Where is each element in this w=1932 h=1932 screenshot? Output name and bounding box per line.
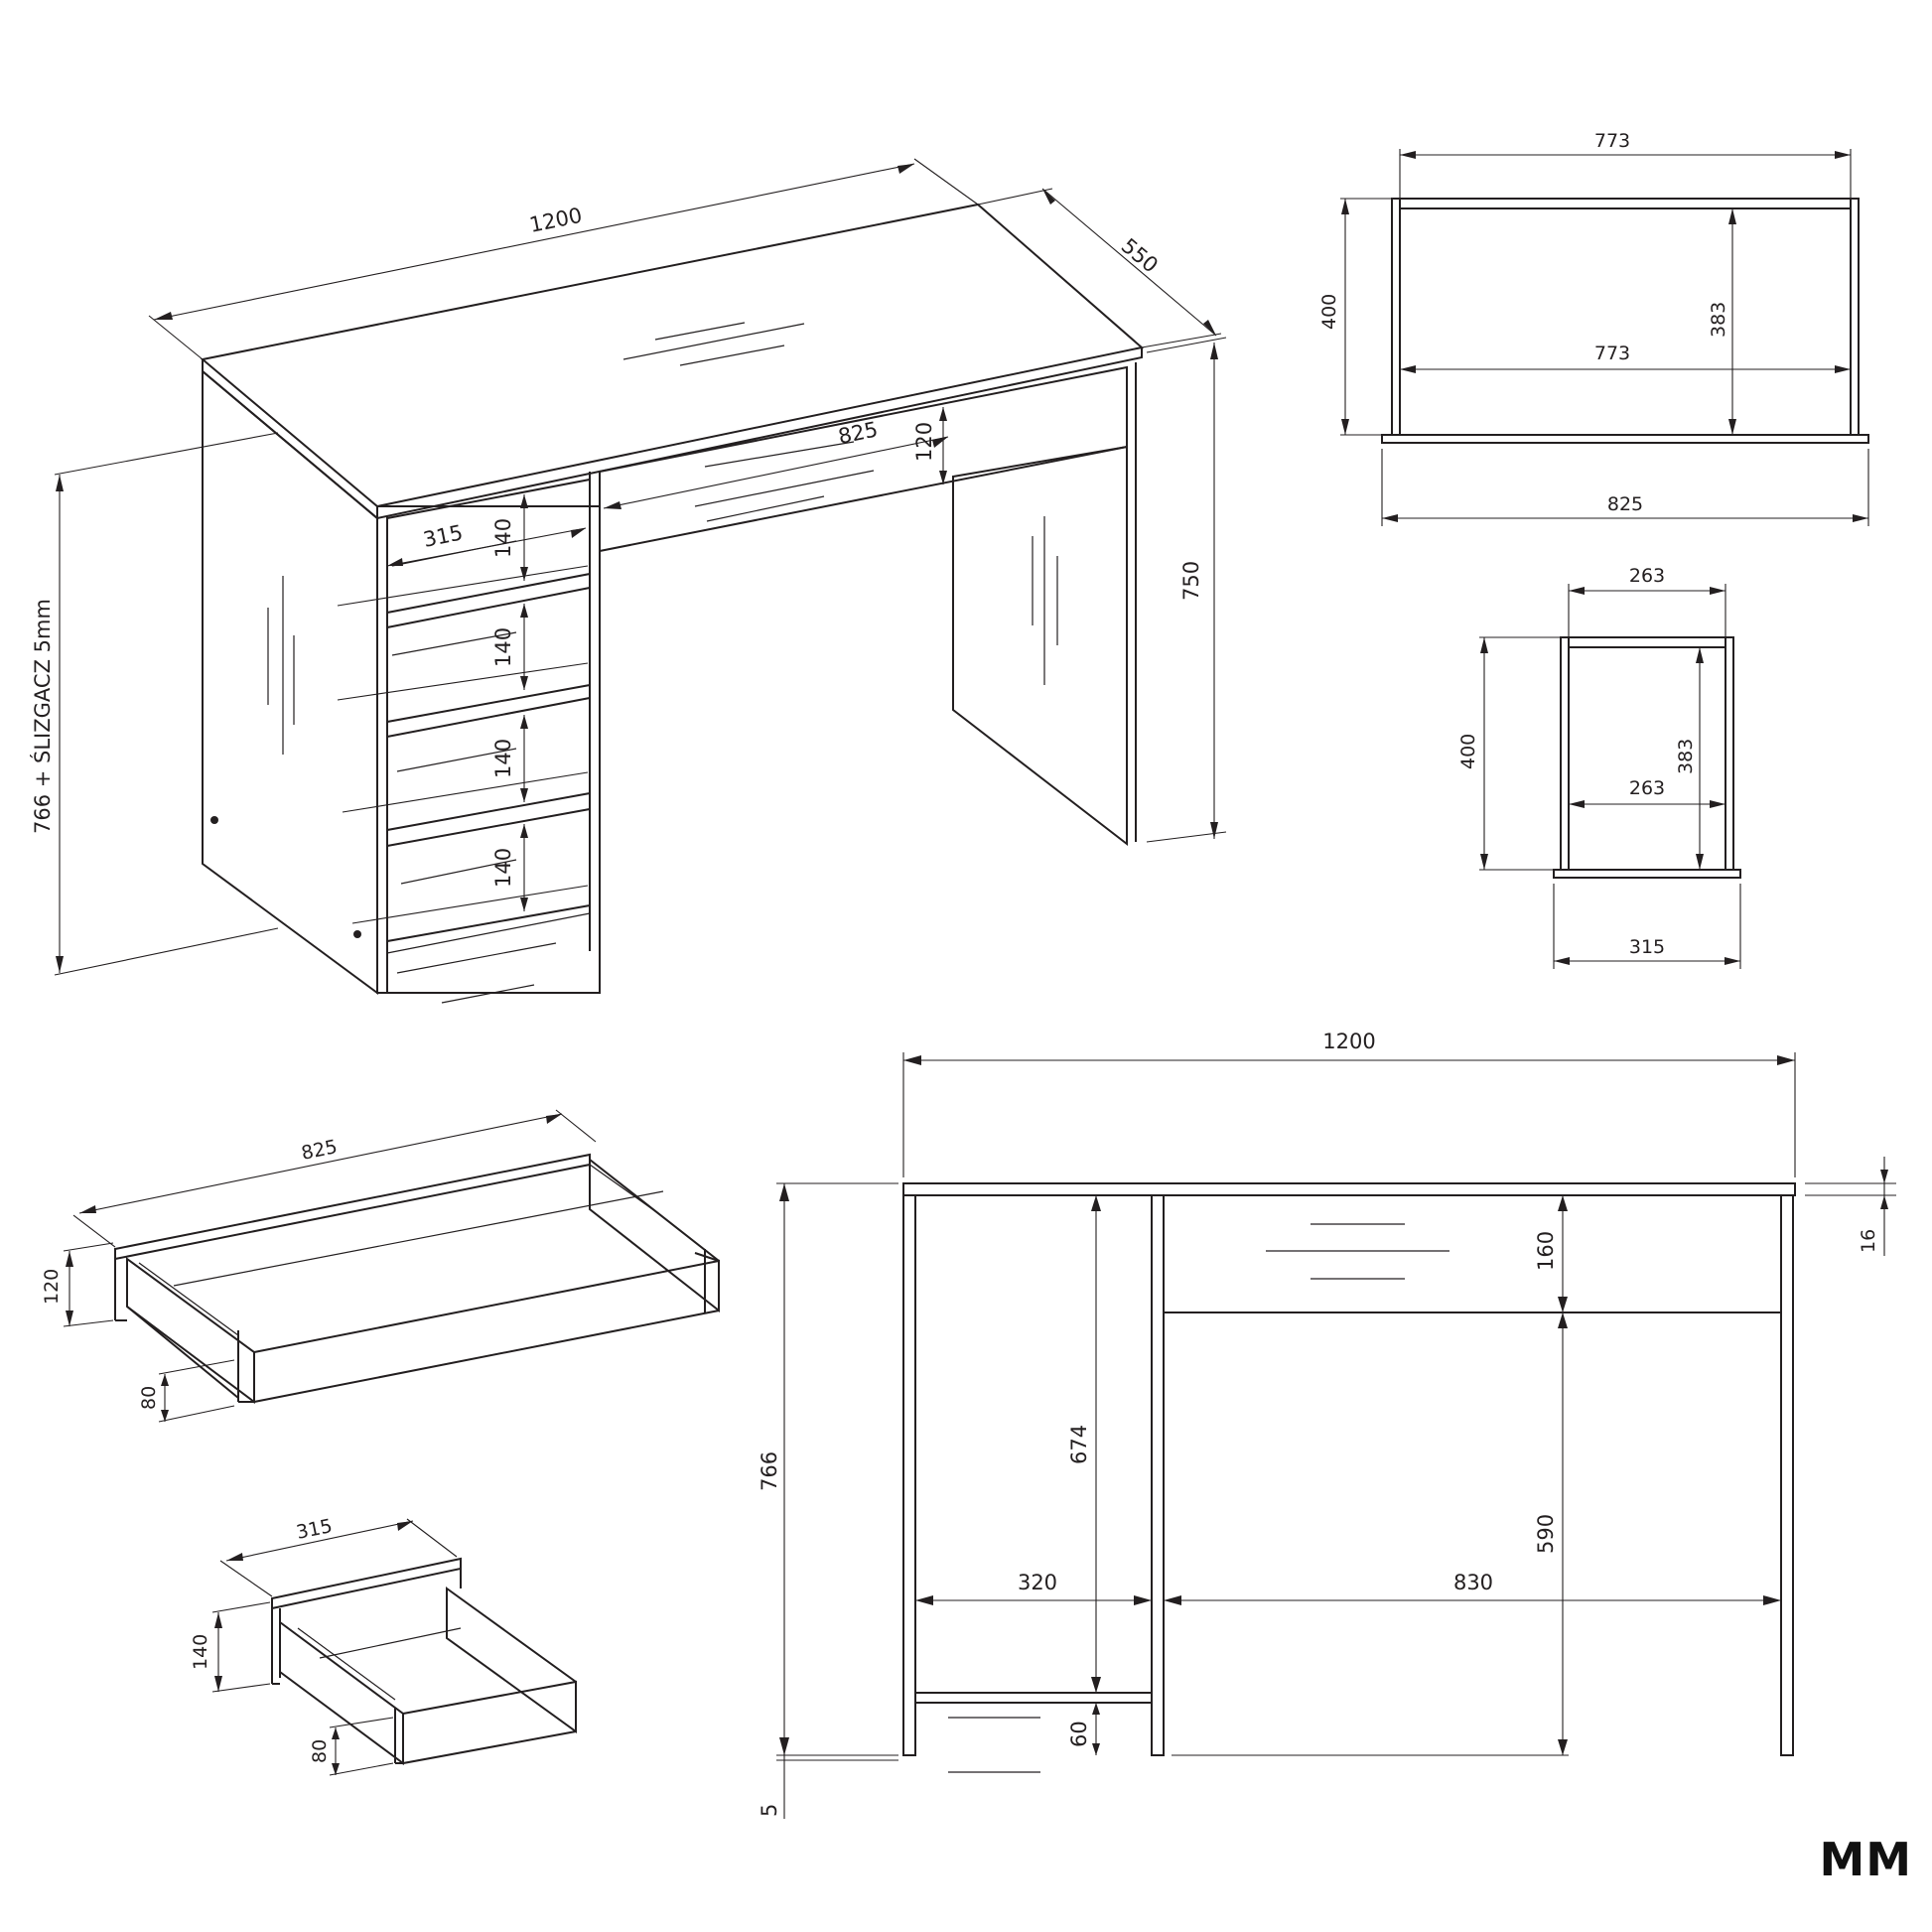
wide-top-front-width: 825 bbox=[1607, 493, 1643, 515]
wide-drawer-box-outline bbox=[1391, 198, 1860, 436]
small-drawer-top-view: 263 263 400 383 315 bbox=[1457, 565, 1741, 969]
small-drawer-1 bbox=[386, 478, 591, 615]
desk-left-side-panel bbox=[202, 368, 378, 995]
small-top-inner-width-mid: 263 bbox=[1629, 777, 1665, 799]
small-drawer-box-outline bbox=[1560, 636, 1734, 871]
small-top-inner-width: 263 bbox=[1629, 565, 1665, 587]
front-plinth-label: 60 bbox=[1067, 1721, 1091, 1747]
wide-drawer-left-side bbox=[126, 1257, 255, 1404]
small-drawer-iso-front-height: 140 bbox=[190, 1634, 211, 1670]
brand-logo: MM bbox=[1819, 1833, 1912, 1886]
wide-drawer-top-view: 773 773 400 383 825 bbox=[1318, 130, 1869, 526]
small-drawer-fronts bbox=[386, 478, 591, 1004]
wide-drawer-front-panel bbox=[1381, 434, 1869, 444]
small-drawer-left-side bbox=[279, 1620, 404, 1765]
small-drawer-iso-box-height: 80 bbox=[309, 1739, 331, 1763]
small-drawer-right-side bbox=[446, 1587, 577, 1733]
wide-top-depth-inner: 383 bbox=[1708, 302, 1729, 338]
front-glide-label: 5 bbox=[758, 1804, 781, 1817]
wide-drawer-front bbox=[253, 1259, 720, 1404]
front-left-opening-label: 674 bbox=[1067, 1425, 1091, 1464]
desk-front-view: 1200 766 5 16 160 590 674 bbox=[758, 1030, 1896, 1819]
wide-drawer-iso-box-height: 80 bbox=[138, 1386, 160, 1410]
front-left-panel bbox=[902, 1194, 916, 1756]
front-left-width-label: 320 bbox=[1018, 1571, 1057, 1594]
iso-width-label: 1200 bbox=[527, 204, 584, 237]
wide-top-inner-width-mid: 773 bbox=[1594, 343, 1630, 364]
desk-right-leg-panel bbox=[952, 445, 1128, 847]
front-height-label: 766 bbox=[758, 1451, 781, 1491]
iso-small-drawer-3-height: 140 bbox=[491, 739, 515, 778]
small-drawer-iso-view: 315 140 80 bbox=[190, 1515, 577, 1776]
front-desk-top bbox=[902, 1182, 1796, 1196]
small-drawer-front-panel bbox=[1553, 869, 1741, 879]
front-width-label: 1200 bbox=[1322, 1030, 1375, 1053]
wide-drawer-iso-width: 825 bbox=[300, 1136, 340, 1165]
wide-top-depth-outer: 400 bbox=[1318, 294, 1340, 330]
iso-small-drawer-1-height: 140 bbox=[491, 518, 515, 558]
front-knee-height-label: 590 bbox=[1534, 1514, 1558, 1554]
wide-top-inner-width: 773 bbox=[1594, 130, 1630, 152]
wide-drawer-iso-view: 825 120 80 bbox=[41, 1109, 720, 1423]
iso-wide-drawer-width-label: 825 bbox=[836, 417, 880, 449]
wide-drawer-right-side bbox=[589, 1157, 720, 1313]
iso-small-drawer-2-height: 140 bbox=[491, 627, 515, 667]
small-drawer-3 bbox=[386, 696, 591, 832]
wide-drawer-front bbox=[599, 365, 1128, 553]
small-drawer-4 bbox=[386, 807, 591, 943]
small-top-depth-outer: 400 bbox=[1457, 734, 1479, 769]
desk-top-surface bbox=[200, 203, 1145, 508]
iso-height-750-label: 750 bbox=[1179, 561, 1203, 601]
small-drawer-2 bbox=[386, 586, 591, 724]
desk-iso-view: 1200 550 750 766 + ŚLIZGACZ 5mm 825 120 bbox=[30, 158, 1227, 1004]
small-drawer-front bbox=[402, 1680, 577, 1765]
iso-height-total-label: 766 + ŚLIZGACZ 5mm bbox=[30, 599, 55, 834]
front-drawer-height-label: 160 bbox=[1534, 1231, 1558, 1271]
pedestal-frame bbox=[376, 505, 601, 994]
iso-wide-drawer-height-label: 120 bbox=[912, 422, 936, 462]
small-top-front-width: 315 bbox=[1629, 936, 1665, 958]
front-knee-width-label: 830 bbox=[1453, 1571, 1493, 1594]
iso-depth-label: 550 bbox=[1117, 233, 1163, 277]
iso-small-drawer-4-height: 140 bbox=[491, 848, 515, 888]
small-top-depth-inner: 383 bbox=[1675, 739, 1697, 774]
iso-small-drawer-width-label: 315 bbox=[421, 520, 465, 552]
desk-top-edge bbox=[202, 347, 1143, 520]
wide-drawer-back-panel bbox=[114, 1153, 591, 1261]
wide-drawer-iso-front-height: 120 bbox=[41, 1269, 63, 1305]
front-top-thickness-label: 16 bbox=[1858, 1229, 1879, 1253]
small-drawer-back-panel bbox=[271, 1557, 462, 1610]
front-middle-panel bbox=[1151, 1194, 1165, 1756]
front-right-panel bbox=[1780, 1194, 1794, 1756]
